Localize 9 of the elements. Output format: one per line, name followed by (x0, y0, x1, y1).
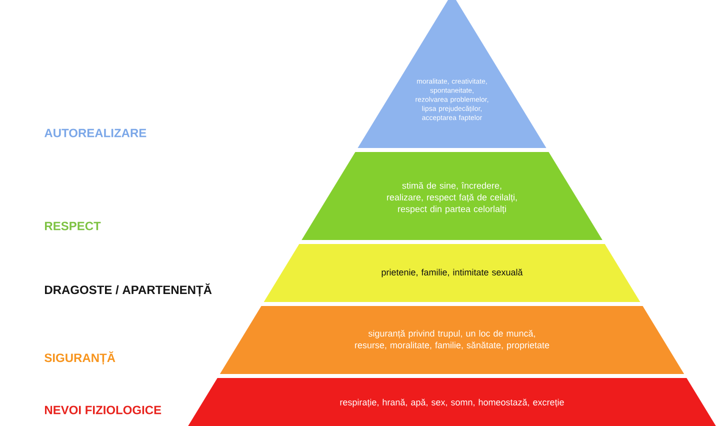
pyramid-level: siguranță privind trupul, un loc de muncă, resurse, moralitate, familie, sănătate, proprietate (220, 306, 684, 374)
level-heading: RESPECT (45, 222, 101, 230)
pyramid-level: stimă de sine, încredere, realizare, respect față de ceilalți, respect din partea celorlalți (302, 152, 602, 240)
level-heading: DRAGOSTE / APARTENENȚĂ (45, 283, 212, 297)
level-heading: AUTOREALIZARE (44, 128, 146, 138)
pyramid-level: respirație, hrană, apă, sex, somn, homeostază, excreție (188, 378, 716, 426)
level-heading: NEVOI FIZIOLOGICE (45, 406, 162, 414)
pyramid-level: prietenie, familie, intimitate sexuală (264, 244, 640, 302)
level-heading: SIGURANȚĂ (44, 351, 116, 365)
